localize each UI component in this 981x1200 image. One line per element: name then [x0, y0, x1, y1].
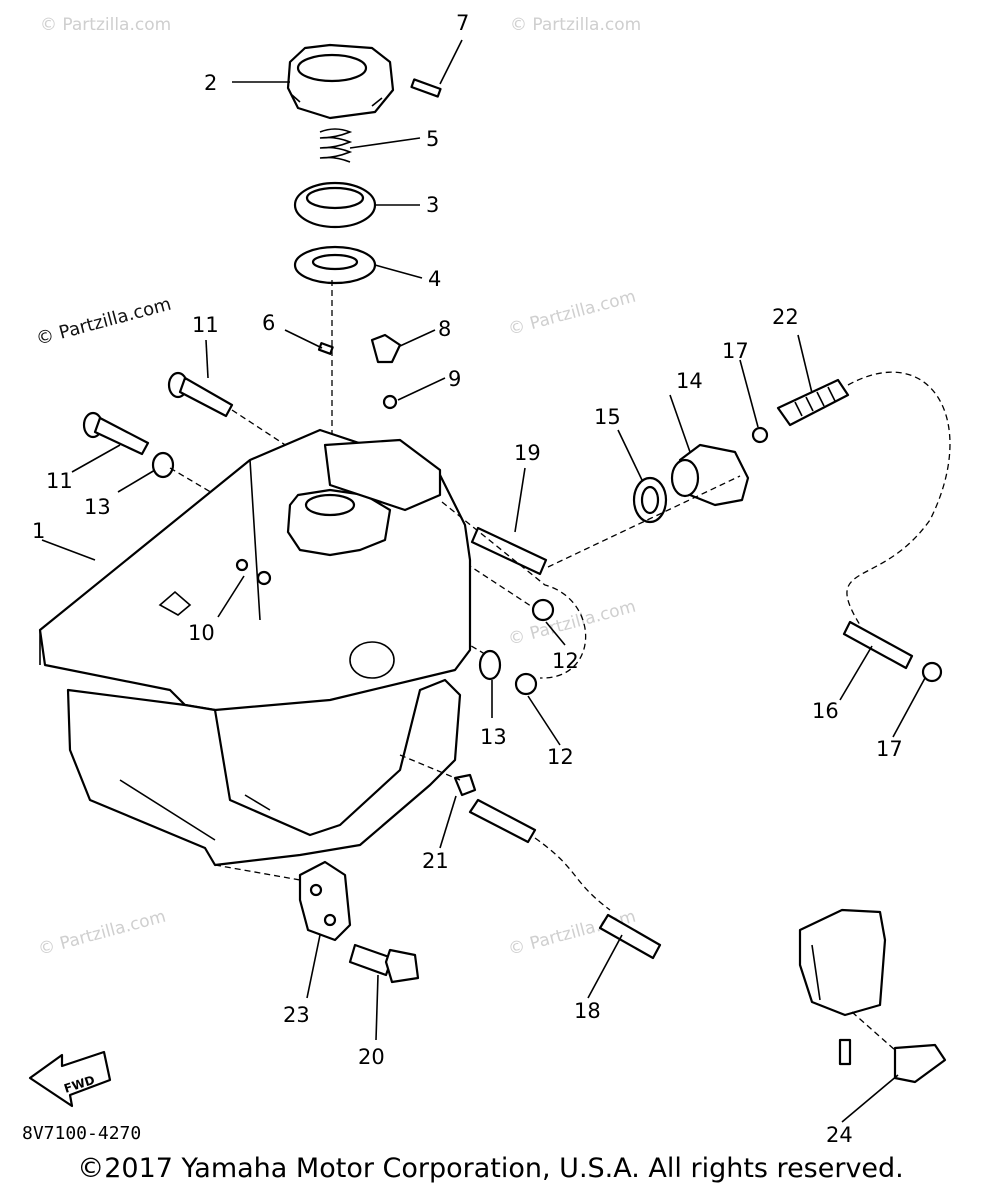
callout-12-upper: 12 — [552, 649, 579, 673]
bracket-part — [298, 860, 352, 942]
callout-7: 7 — [456, 11, 469, 35]
watermark-faint: © Partzilla.com — [510, 15, 641, 35]
hose-clamp-part — [453, 773, 477, 797]
callout-14: 14 — [676, 369, 703, 393]
cap-seal-part — [293, 181, 377, 229]
hose-clamp-part — [531, 598, 555, 622]
fuel-hose-part — [842, 620, 914, 670]
callout-4: 4 — [428, 267, 441, 291]
callout-17-upper: 17 — [722, 339, 749, 363]
forward-arrow-icon: FWD — [28, 1050, 112, 1108]
callout-24: 24 — [826, 1123, 853, 1147]
callout-2: 2 — [204, 71, 217, 95]
fuel-cap-part — [286, 43, 395, 120]
screw-part — [317, 342, 334, 355]
callout-10: 10 — [188, 621, 215, 645]
callout-19: 19 — [514, 441, 541, 465]
fuel-hose-part — [468, 798, 537, 844]
watermark-faint: © Partzilla.com — [36, 907, 168, 960]
callout-9: 9 — [448, 367, 461, 391]
callout-21: 21 — [422, 849, 449, 873]
fuel-hose-part — [598, 913, 662, 960]
watermark-main: © Partzilla.com — [34, 294, 174, 350]
fuel-hose-part — [470, 526, 548, 576]
nut-part — [382, 394, 398, 410]
callout-3: 3 — [426, 193, 439, 217]
bolt-part — [167, 371, 234, 418]
callout-15: 15 — [594, 405, 621, 429]
callout-8: 8 — [438, 317, 451, 341]
callout-16: 16 — [812, 699, 839, 723]
callout-5: 5 — [426, 127, 439, 151]
fuel-tank-part — [38, 428, 472, 867]
hose-clamp-part — [751, 426, 769, 444]
callout-1: 1 — [32, 519, 45, 543]
bolt-part — [348, 943, 420, 984]
callout-20: 20 — [358, 1045, 385, 1069]
callout-18: 18 — [574, 999, 601, 1023]
fuel-filter-part — [776, 378, 850, 427]
bolt-part — [82, 411, 150, 456]
holder-part — [893, 1043, 947, 1084]
callout-11-lower: 11 — [46, 469, 73, 493]
hose-clamp-part — [921, 661, 943, 683]
clip-part — [235, 558, 272, 586]
copyright-notice: ©2017 Yamaha Motor Corporation, U.S.A. A… — [77, 1153, 904, 1184]
callout-13-upper: 13 — [84, 495, 111, 519]
diagram-code: 8V7100-4270 — [22, 1123, 142, 1144]
electrical-box-part — [798, 908, 887, 1066]
washer-part — [478, 649, 502, 681]
watermark-faint: © Partzilla.com — [506, 287, 638, 340]
fuel-cock-part — [670, 443, 750, 507]
watermark-faint: © Partzilla.com — [40, 15, 171, 35]
washer-part — [151, 451, 175, 479]
grommet-hole — [640, 485, 660, 515]
callout-13-lower: 13 — [480, 725, 507, 749]
callout-23: 23 — [283, 1003, 310, 1027]
pin-part — [410, 78, 442, 98]
cap-gasket-part — [293, 245, 377, 285]
hose-clamp-part — [514, 672, 538, 696]
clip-part — [370, 333, 402, 364]
callout-22: 22 — [772, 305, 799, 329]
watermark-faint: © Partzilla.com — [506, 597, 638, 650]
callout-17-lower: 17 — [876, 737, 903, 761]
callout-11-upper: 11 — [192, 313, 219, 337]
callout-6: 6 — [262, 311, 275, 335]
callout-12-lower: 12 — [547, 745, 574, 769]
spring-part — [319, 128, 353, 163]
